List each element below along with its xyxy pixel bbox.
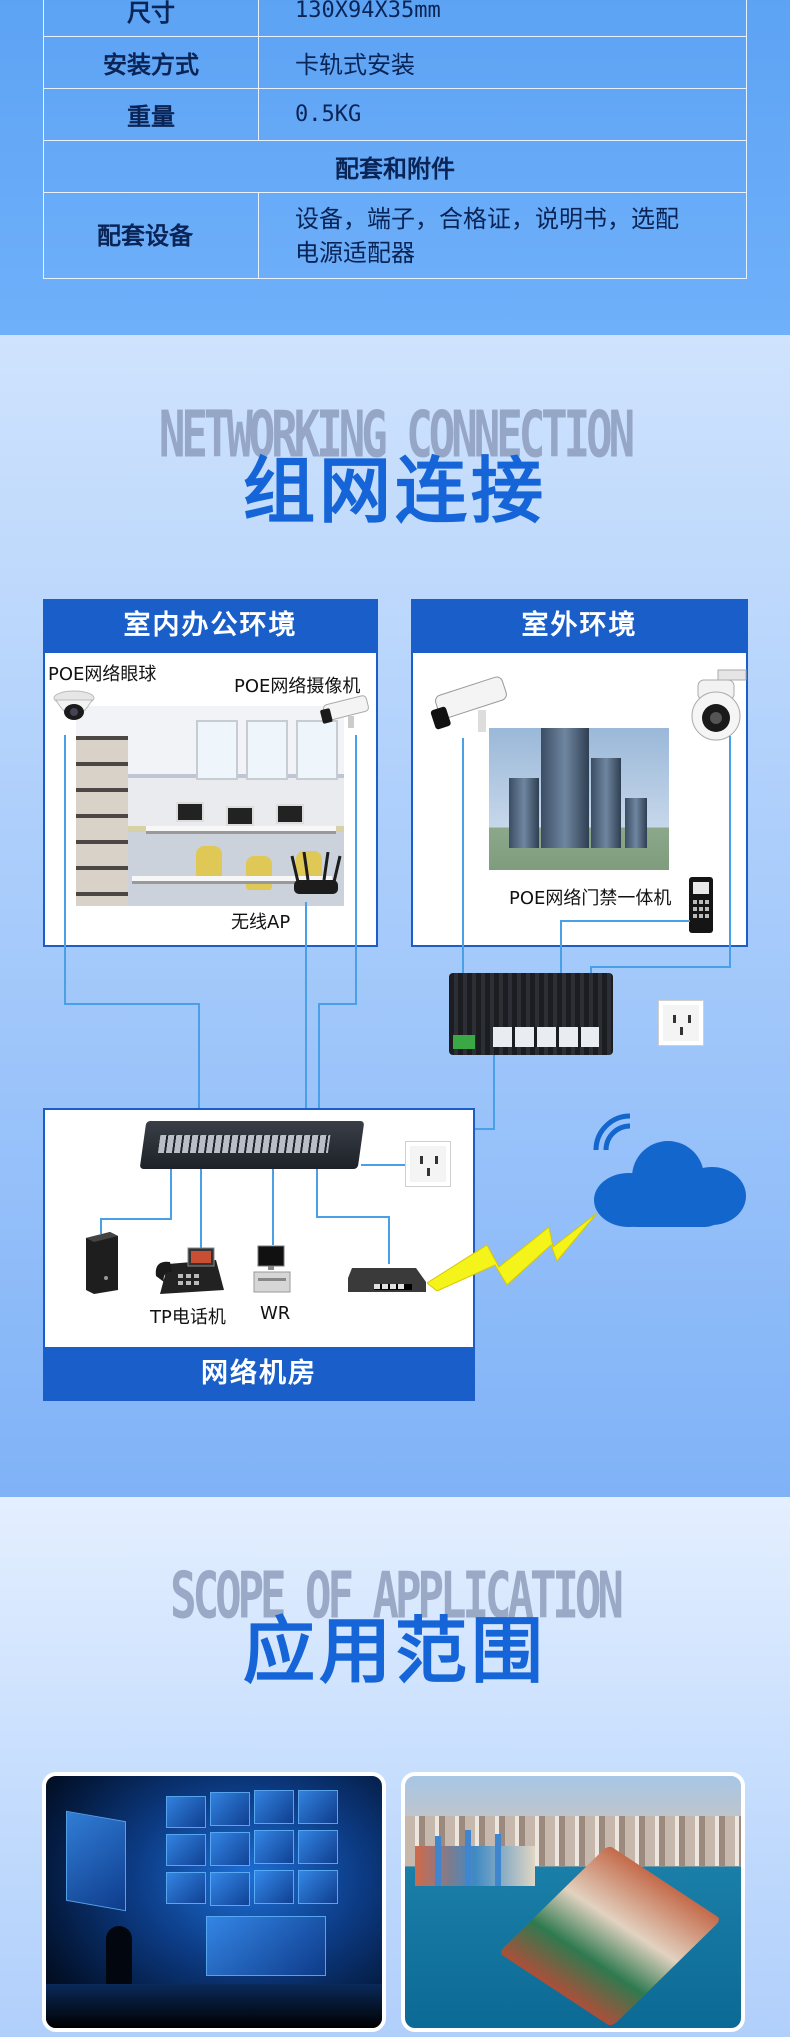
desktop-pc-icon bbox=[86, 1232, 118, 1294]
city-building-photo bbox=[489, 728, 669, 870]
spec-table: 尺寸 130X94X35mm 安装方式 卡轨式安装 重量 0.5KG 配套和附件… bbox=[43, 0, 747, 279]
cable-line bbox=[318, 1003, 357, 1005]
ip-phone-icon bbox=[155, 1247, 224, 1294]
container-port-image bbox=[401, 1772, 745, 2032]
cable-line bbox=[318, 1003, 320, 1125]
cable-line bbox=[305, 902, 307, 1124]
ptz-dome-camera-icon bbox=[691, 669, 747, 741]
cable-line bbox=[729, 736, 731, 968]
ap-label: 无线AP bbox=[231, 912, 291, 933]
cable-line bbox=[560, 920, 690, 922]
cable-line bbox=[388, 1216, 390, 1264]
core-switch-icon bbox=[139, 1121, 365, 1169]
dome-camera-label: POE网络眼球 bbox=[48, 664, 157, 685]
table-row: 尺寸 130X94X35mm bbox=[43, 0, 747, 37]
cable-line bbox=[64, 735, 66, 1005]
wifi-signal-icon bbox=[593, 1113, 631, 1151]
cable-line bbox=[493, 1055, 495, 1129]
spec-key: 重量 bbox=[43, 88, 259, 141]
wireless-ap-icon bbox=[290, 852, 342, 894]
cable-line bbox=[560, 920, 562, 976]
section-title-en: SCOPE OF APPLICATION bbox=[170, 1559, 624, 1634]
cable-line bbox=[316, 1169, 318, 1217]
indoor-panel-heading: 室内办公环境 bbox=[45, 599, 376, 653]
spec-value: 130X94X35mm bbox=[258, 0, 747, 37]
table-row: 配套和附件 bbox=[43, 140, 747, 193]
spec-key: 安装方式 bbox=[43, 36, 259, 89]
table-row: 配套设备 设备，端子，合格证，说明书，选配 电源适配器 bbox=[43, 192, 747, 279]
dome-camera-icon bbox=[53, 690, 95, 720]
nvr-monitor-icon bbox=[253, 1245, 291, 1293]
spec-section: 尺寸 130X94X35mm 安装方式 卡轨式安装 重量 0.5KG 配套和附件… bbox=[0, 0, 790, 335]
power-socket-icon bbox=[405, 1141, 451, 1187]
spec-value: 0.5KG bbox=[258, 88, 747, 141]
nvr-label: WR bbox=[260, 1303, 291, 1324]
cable-line bbox=[355, 735, 357, 1003]
cable-line bbox=[361, 1164, 405, 1166]
cable-line bbox=[462, 738, 464, 974]
phone-label: TP电话机 bbox=[150, 1307, 226, 1328]
cable-line bbox=[272, 1169, 274, 1245]
outdoor-bullet-camera-icon bbox=[430, 676, 507, 732]
cable-line bbox=[170, 1169, 172, 1219]
industrial-switch-icon bbox=[449, 973, 613, 1055]
cable-line bbox=[316, 1216, 390, 1218]
spec-value: 卡轨式安装 bbox=[258, 36, 747, 89]
bullet-camera-icon bbox=[320, 695, 369, 728]
cable-line bbox=[590, 966, 730, 968]
access-control-label: POE网络门禁一体机 bbox=[509, 888, 672, 909]
bullet-camera-label: POE网络摄像机 bbox=[234, 676, 361, 697]
cloud-icon bbox=[594, 1141, 746, 1227]
access-control-terminal-icon bbox=[689, 877, 713, 933]
cable-line bbox=[590, 966, 592, 976]
cable-line bbox=[100, 1218, 102, 1234]
spec-value-line: 电源适配器 bbox=[295, 238, 415, 267]
section-title-en: NETWORKING CONNECTION bbox=[158, 398, 635, 473]
lightning-bolt-icon bbox=[427, 1212, 597, 1291]
spec-key: 配套设备 bbox=[43, 192, 259, 279]
router-icon bbox=[348, 1268, 426, 1292]
power-socket-icon bbox=[658, 1000, 704, 1046]
table-row: 安装方式 卡轨式安装 bbox=[43, 36, 747, 89]
spec-key: 尺寸 bbox=[43, 0, 259, 37]
table-row: 重量 0.5KG bbox=[43, 88, 747, 141]
cable-line bbox=[200, 1169, 202, 1251]
cable-line bbox=[198, 1003, 200, 1125]
outdoor-panel-heading: 室外环境 bbox=[413, 599, 746, 653]
spec-group-title: 配套和附件 bbox=[43, 140, 747, 193]
section-title-zh: 应用范围 bbox=[242, 1609, 547, 1693]
spec-value: 设备，端子，合格证，说明书，选配 电源适配器 bbox=[258, 192, 747, 279]
office-photo bbox=[76, 706, 344, 906]
server-room-heading: 网络机房 bbox=[45, 1347, 473, 1401]
cable-line bbox=[64, 1003, 200, 1005]
section-title-zh: 组网连接 bbox=[242, 449, 547, 533]
spec-value-line: 设备，端子，合格证，说明书，选配 bbox=[295, 204, 679, 233]
cable-line bbox=[100, 1218, 172, 1220]
monitoring-center-image bbox=[42, 1772, 386, 2032]
